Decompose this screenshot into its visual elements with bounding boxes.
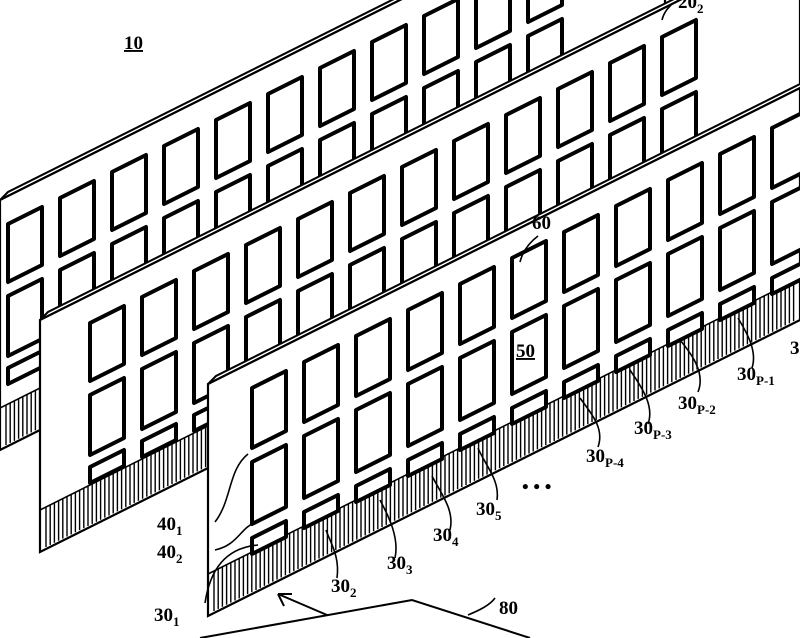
module-front-chips [250,111,800,556]
module-front [206,82,800,618]
memory-chip [718,209,756,292]
memory-chip [770,261,800,296]
memory-chip [556,70,594,149]
memory-chip [302,343,340,424]
label-30-1: 301 [154,605,180,629]
module-front-contact-pins [213,281,795,611]
label-60: 60 [532,213,551,234]
label-30-3: 303 [387,553,413,577]
leader-30-3 [379,499,397,559]
memory-chip [58,179,96,258]
memory-chip [250,369,288,450]
memory-chip [302,493,340,530]
memory-chip [140,278,178,357]
label-80: 80 [499,598,518,619]
memory-chip [458,415,496,452]
memory-chip [526,0,564,24]
memory-chip [458,265,496,346]
label-30-4: 304 [433,525,459,549]
memory-chip [718,285,756,322]
leader-30-p2 [679,339,701,393]
memory-chip [770,111,800,190]
controller-box [199,598,531,638]
memory-chip [296,200,334,279]
memory-chip [250,443,288,526]
leader-30-p3 [629,369,651,425]
memory-modules [0,0,800,618]
memory-chip [474,0,512,50]
leader-30-1 [204,544,259,604]
memory-chip [614,337,652,374]
memory-chip [562,213,600,294]
memory-chip [214,101,252,180]
leader-80 [467,597,496,616]
label-20-2: 202 [678,0,704,16]
label-30-p2: 30P-2 [678,393,716,417]
memory-chip [770,185,800,266]
memory-chip [140,350,178,431]
memory-chip [504,96,542,175]
memory-chip [88,376,126,457]
label-30-p4: 30P-4 [586,446,624,470]
memory-chip [614,261,652,344]
memory-chip [400,148,438,227]
memory-chip [562,363,600,400]
leader-60 [519,235,539,263]
memory-chip [302,417,340,500]
memory-chip [608,44,646,123]
memory-chip [422,0,460,76]
label-30-2: 302 [331,576,357,600]
label-30-partial: 3 [790,338,800,359]
memory-chip [354,317,392,398]
memory-chip [458,339,496,422]
memory-chip [406,441,444,478]
memory-chip [614,187,652,268]
memory-chip [510,389,548,426]
figure-labels: 10 202 60 50 80 • • • 401 402 301 302 30… [124,0,800,629]
leader-30-p4 [579,397,601,448]
memory-chip [666,235,704,318]
memory-chip [6,205,44,284]
leader-30-5 [477,447,499,501]
leader-30-p1 [737,317,755,369]
memory-chip [406,365,444,448]
leader-40-2 [214,521,257,551]
memory-chip [348,174,386,253]
memory-chip [666,161,704,242]
label-50: 50 [516,341,535,362]
memory-chip [250,519,288,556]
memory-chip [140,422,178,459]
label-10: 10 [124,33,143,54]
ellipsis-dots: • • • [522,477,551,498]
memory-chip [88,304,126,383]
label-30-p1: 30P-1 [737,364,775,388]
leader-20-2 [661,3,673,21]
leader-30-2 [325,529,339,579]
label-30-5: 305 [476,499,502,523]
memory-chip [370,23,408,102]
label-40-2: 402 [157,542,183,566]
label-30-p3: 30P-3 [634,418,672,442]
memory-chip [266,75,304,154]
memory-chip [452,122,490,201]
memory-chip [718,135,756,216]
label-40-1: 401 [157,514,183,538]
memory-chip [244,226,282,305]
leader-30-4 [431,475,452,531]
memory-chip [660,18,698,97]
leader-40-1 [214,453,249,523]
memory-chip [510,313,548,396]
memory-chip [666,311,704,348]
memory-chip [354,467,392,504]
memory-chip [562,287,600,370]
memory-chip [354,391,392,474]
memory-chip [110,153,148,232]
memory-chip [192,252,230,331]
memory-chip [318,49,356,128]
leader-lines [204,3,755,616]
memory-chip [88,448,126,485]
memory-chip [406,291,444,372]
memory-chip [162,127,200,206]
